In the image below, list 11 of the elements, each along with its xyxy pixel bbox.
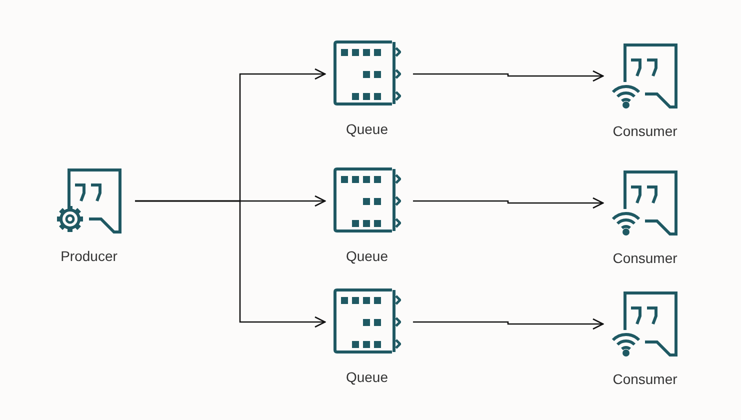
node-label: Consumer [612,123,678,139]
arrow [413,318,604,330]
node-label: Consumer [612,371,678,387]
arrow [413,70,604,82]
node-label: Consumer [612,250,678,266]
node-label: Queue [346,369,388,385]
node-label: Queue [346,248,388,264]
node-label: Producer [60,248,118,264]
arrow [135,200,326,328]
node-label: Queue [346,121,388,137]
arrow [413,197,604,209]
